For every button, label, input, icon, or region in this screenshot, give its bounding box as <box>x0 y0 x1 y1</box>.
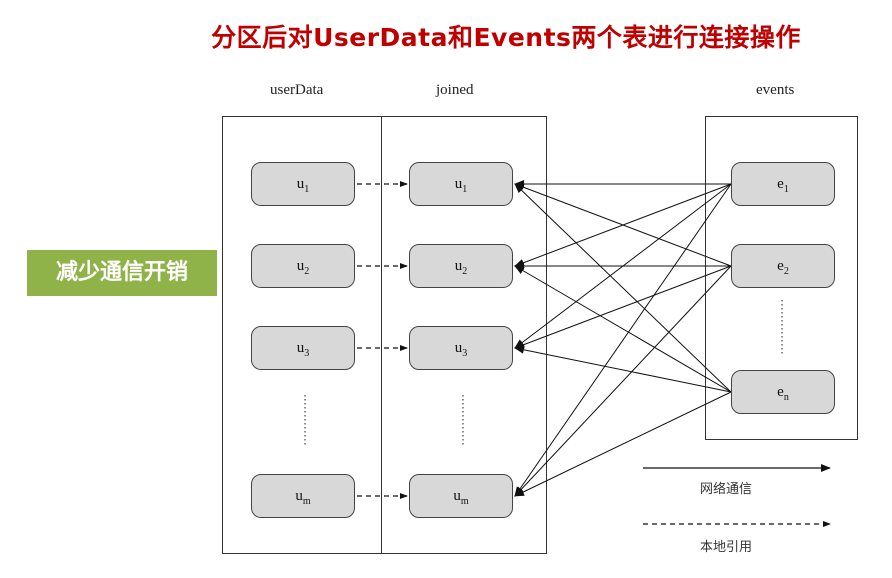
side-badge: 减少通信开销 <box>27 250 217 296</box>
joined-node-3-subscript: 3 <box>462 348 468 359</box>
vertical-dots <box>304 300 783 445</box>
network-link-e2-u1 <box>514 183 732 267</box>
userdata-node-4: um <box>251 474 355 518</box>
event-node-1-base: e <box>777 176 784 192</box>
network-link-e3-u4 <box>514 391 732 497</box>
userdata-node-1-subscript: 1 <box>304 184 310 195</box>
event-node-1-subscript: 1 <box>783 184 789 195</box>
joined-node-1: u1 <box>409 162 513 206</box>
joined-panel <box>381 116 547 554</box>
network-link-e2-u3 <box>514 265 732 349</box>
joined-node-3-base: u <box>454 340 463 356</box>
event-node-3-base: e <box>777 384 784 400</box>
userdata-node-2-base: u <box>296 258 305 274</box>
userdata-node-2-subscript: 2 <box>304 266 310 277</box>
event-node-1: e1 <box>731 162 835 206</box>
event-node-3: en <box>731 370 835 414</box>
joined-node-4-base: u <box>453 488 461 504</box>
network-links <box>514 180 732 497</box>
joined-node-1-base: u <box>454 176 463 192</box>
joined-node-4-subscript: m <box>460 496 469 507</box>
events-column-label: events <box>756 82 795 98</box>
joined-node-2: u2 <box>409 244 513 288</box>
event-node-2: e2 <box>731 244 835 288</box>
events-panel <box>705 116 858 440</box>
userdata-node-4-base: u <box>295 488 303 504</box>
network-link-e2-u4 <box>514 265 732 497</box>
network-link-e3-u2 <box>514 265 732 393</box>
userdata-node-1-base: u <box>296 176 305 192</box>
legend-network-label: 网络通信 <box>700 482 753 497</box>
joined-node-2-base: u <box>454 258 463 274</box>
event-node-2-subscript: 2 <box>783 266 789 277</box>
joined-node-1-subscript: 1 <box>462 184 468 195</box>
joined-node-2-subscript: 2 <box>462 266 468 277</box>
diagram-title: 分区后对UserData和Events两个表进行连接操作 <box>211 23 801 52</box>
joined-column-label: joined <box>436 82 474 98</box>
event-node-2-base: e <box>777 258 784 274</box>
joined-node-4: um <box>409 474 513 518</box>
userdata-node-1: u1 <box>251 162 355 206</box>
local-reference-links <box>357 181 408 499</box>
userdata-column-label: userData <box>270 82 324 98</box>
event-node-3-subscript: n <box>783 392 789 403</box>
legend-local-label: 本地引用 <box>700 540 753 555</box>
userdata-node-3-subscript: 3 <box>304 348 310 359</box>
network-link-e3-u3 <box>514 345 732 393</box>
userdata-node-2: u2 <box>251 244 355 288</box>
network-link-e3-u1 <box>514 183 732 393</box>
userdata-node-4-subscript: m <box>302 496 311 507</box>
userdata-node-3-base: u <box>296 340 305 356</box>
joined-node-3: u3 <box>409 326 513 370</box>
userdata-node-3: u3 <box>251 326 355 370</box>
network-link-e1-u4 <box>514 183 732 497</box>
